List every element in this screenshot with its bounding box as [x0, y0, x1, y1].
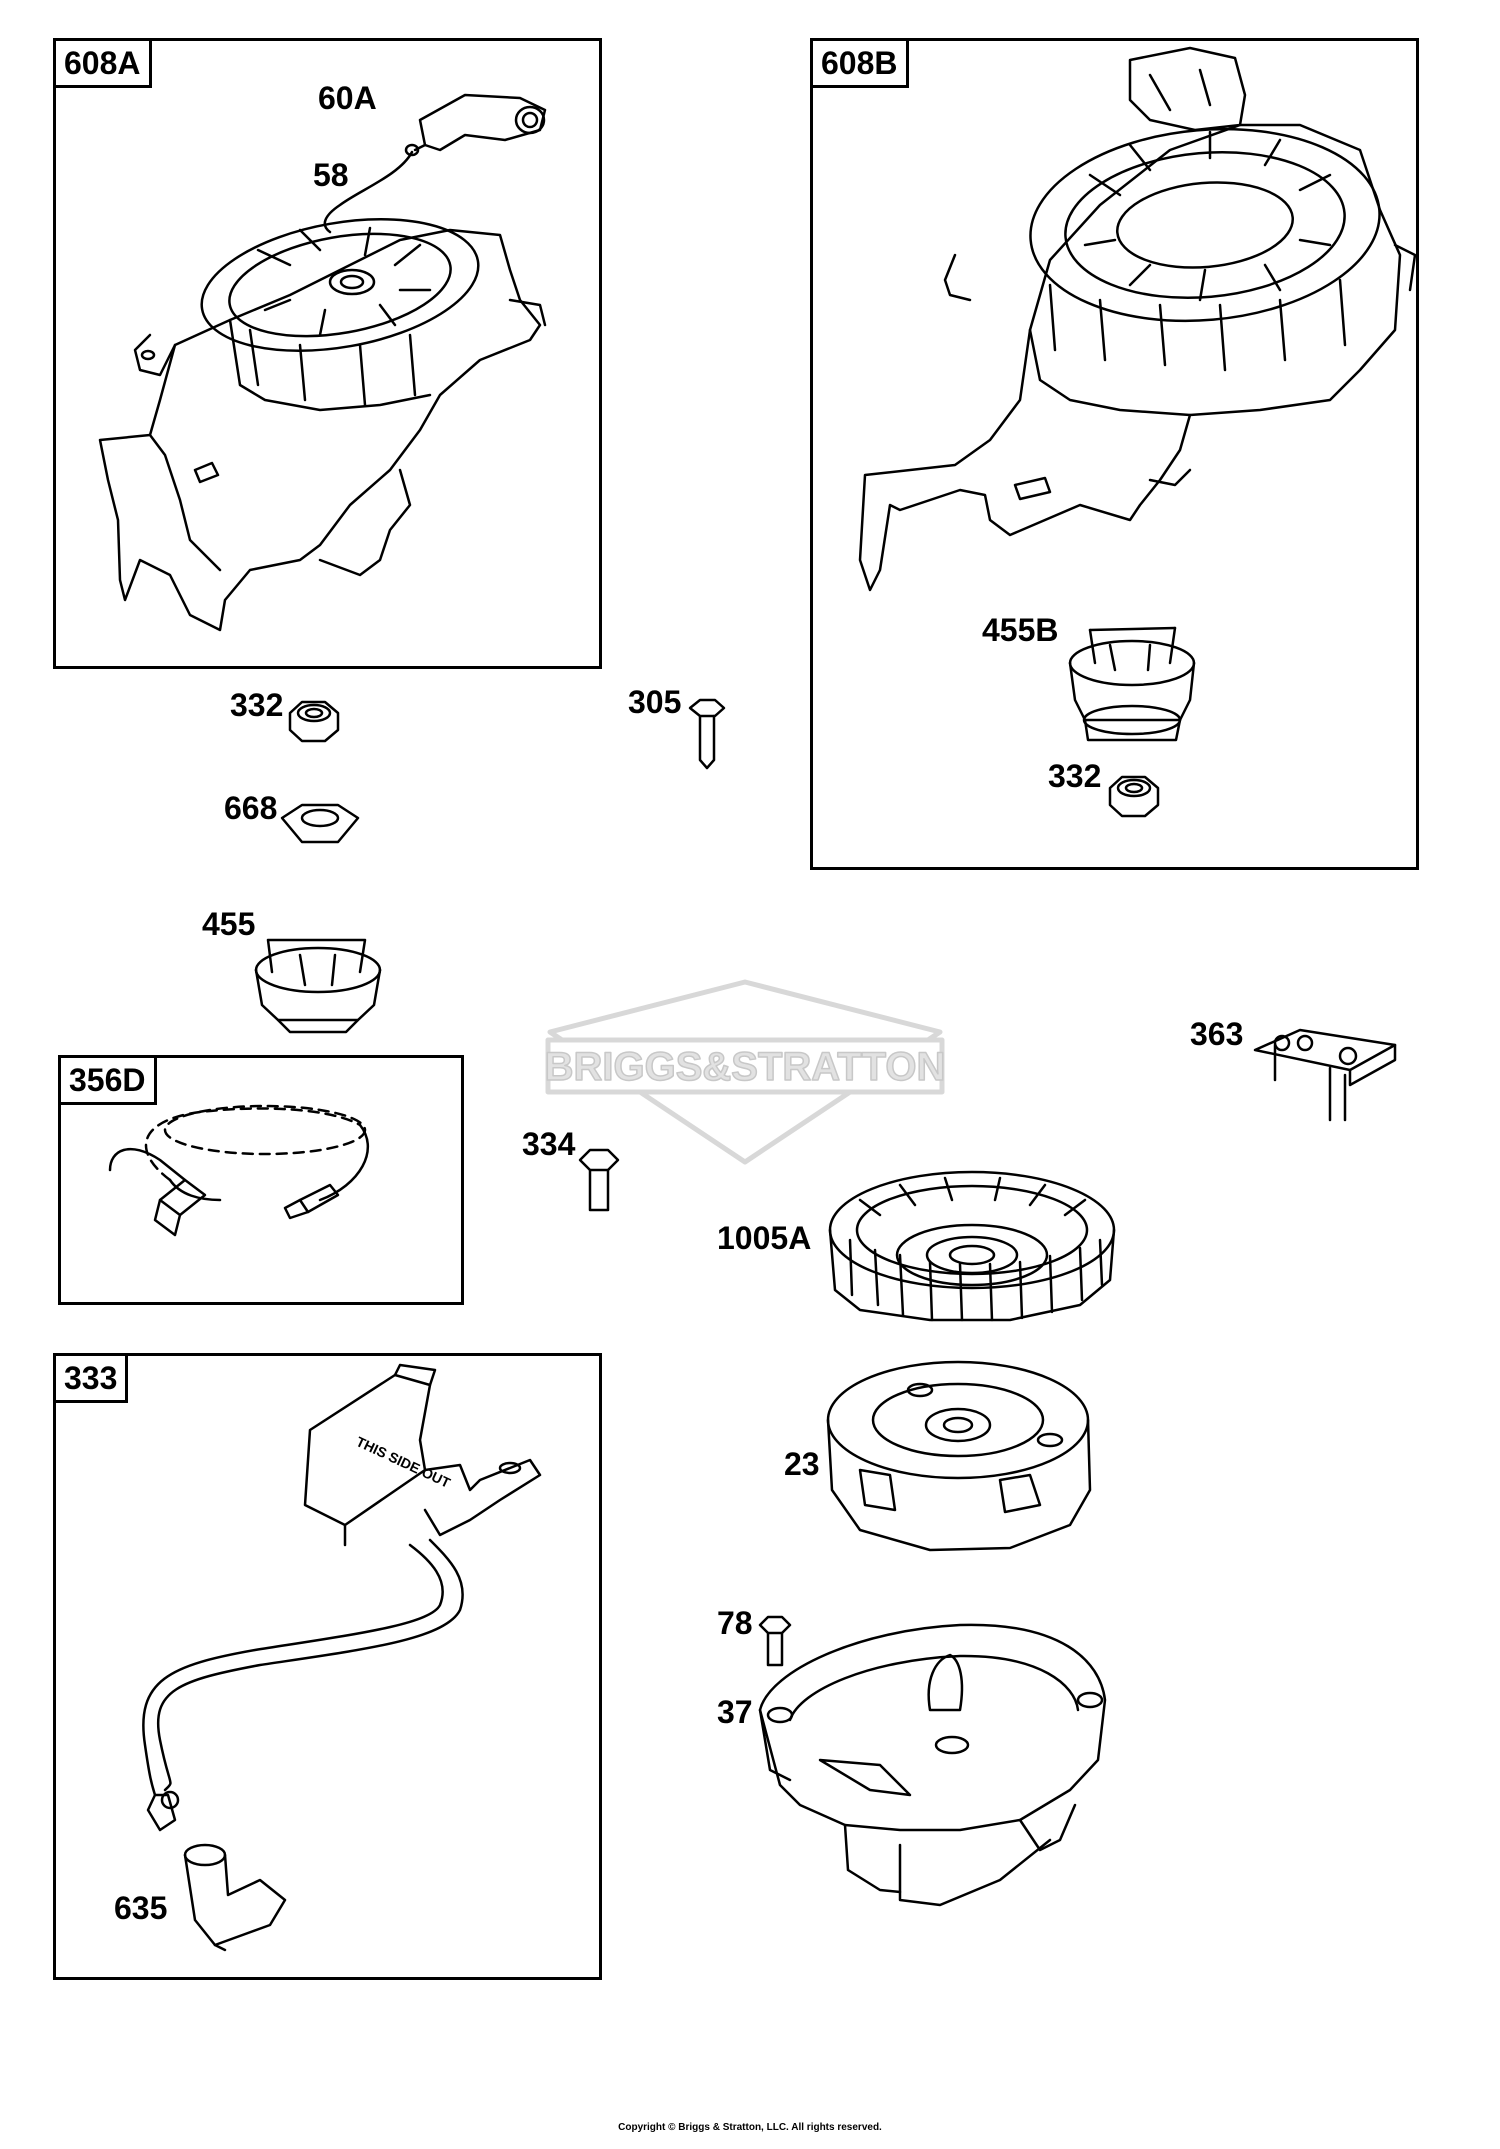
label-668: 668 [224, 790, 278, 826]
watermark-text: BRIGGS&STRATTON [545, 1045, 946, 1089]
label-60a: 60A [318, 80, 377, 116]
nut-332-right [1108, 775, 1160, 818]
label-37: 37 [717, 1694, 753, 1730]
label-1005a: 1005A [717, 1220, 812, 1256]
label-334: 334 [522, 1126, 576, 1162]
starter-housing-608b [858, 46, 1417, 592]
box-333-tag: 333 [56, 1356, 129, 1403]
label-363: 363 [1190, 1016, 1244, 1052]
label-78: 78 [717, 1605, 753, 1641]
bracket-363 [1253, 1028, 1397, 1122]
screw-78 [758, 1615, 792, 1667]
label-455b: 455B [982, 612, 1059, 648]
washer-668 [280, 803, 360, 844]
box-608b: 608B [810, 38, 1419, 870]
box-356d: 356D [58, 1055, 464, 1305]
starter-cup-455b [1068, 626, 1196, 742]
label-23: 23 [784, 1446, 820, 1482]
copyright-notice: Copyright © Briggs & Stratton, LLC. All … [618, 2122, 882, 2133]
wire-356d [108, 1104, 370, 1237]
box-608a-tag: 608A [56, 41, 152, 88]
label-58: 58 [313, 157, 349, 193]
spark-plug-boot-635 [183, 1843, 287, 1952]
flywheel-housing-37 [758, 1623, 1107, 1907]
magneto-23 [826, 1360, 1092, 1552]
label-635: 635 [114, 1890, 168, 1926]
label-332-left: 332 [230, 687, 284, 723]
label-332-right: 332 [1048, 758, 1102, 794]
box-333: 333 [53, 1353, 602, 1980]
screw-305 [688, 698, 726, 770]
starter-housing-608a [98, 218, 547, 632]
nut-332-left [288, 700, 340, 743]
starter-rope-58 [323, 143, 420, 234]
starter-cup-455 [254, 938, 382, 1034]
label-455: 455 [202, 906, 256, 942]
label-305: 305 [628, 684, 682, 720]
box-608b-tag: 608B [813, 41, 909, 88]
starter-handle-60a [413, 93, 547, 152]
box-356d-tag: 356D [61, 1058, 157, 1105]
flywheel-1005a [828, 1170, 1116, 1322]
bolt-334 [578, 1148, 620, 1212]
briggs-stratton-watermark: BRIGGS&STRATTON [544, 979, 946, 1165]
box-608a: 608A [53, 38, 602, 669]
